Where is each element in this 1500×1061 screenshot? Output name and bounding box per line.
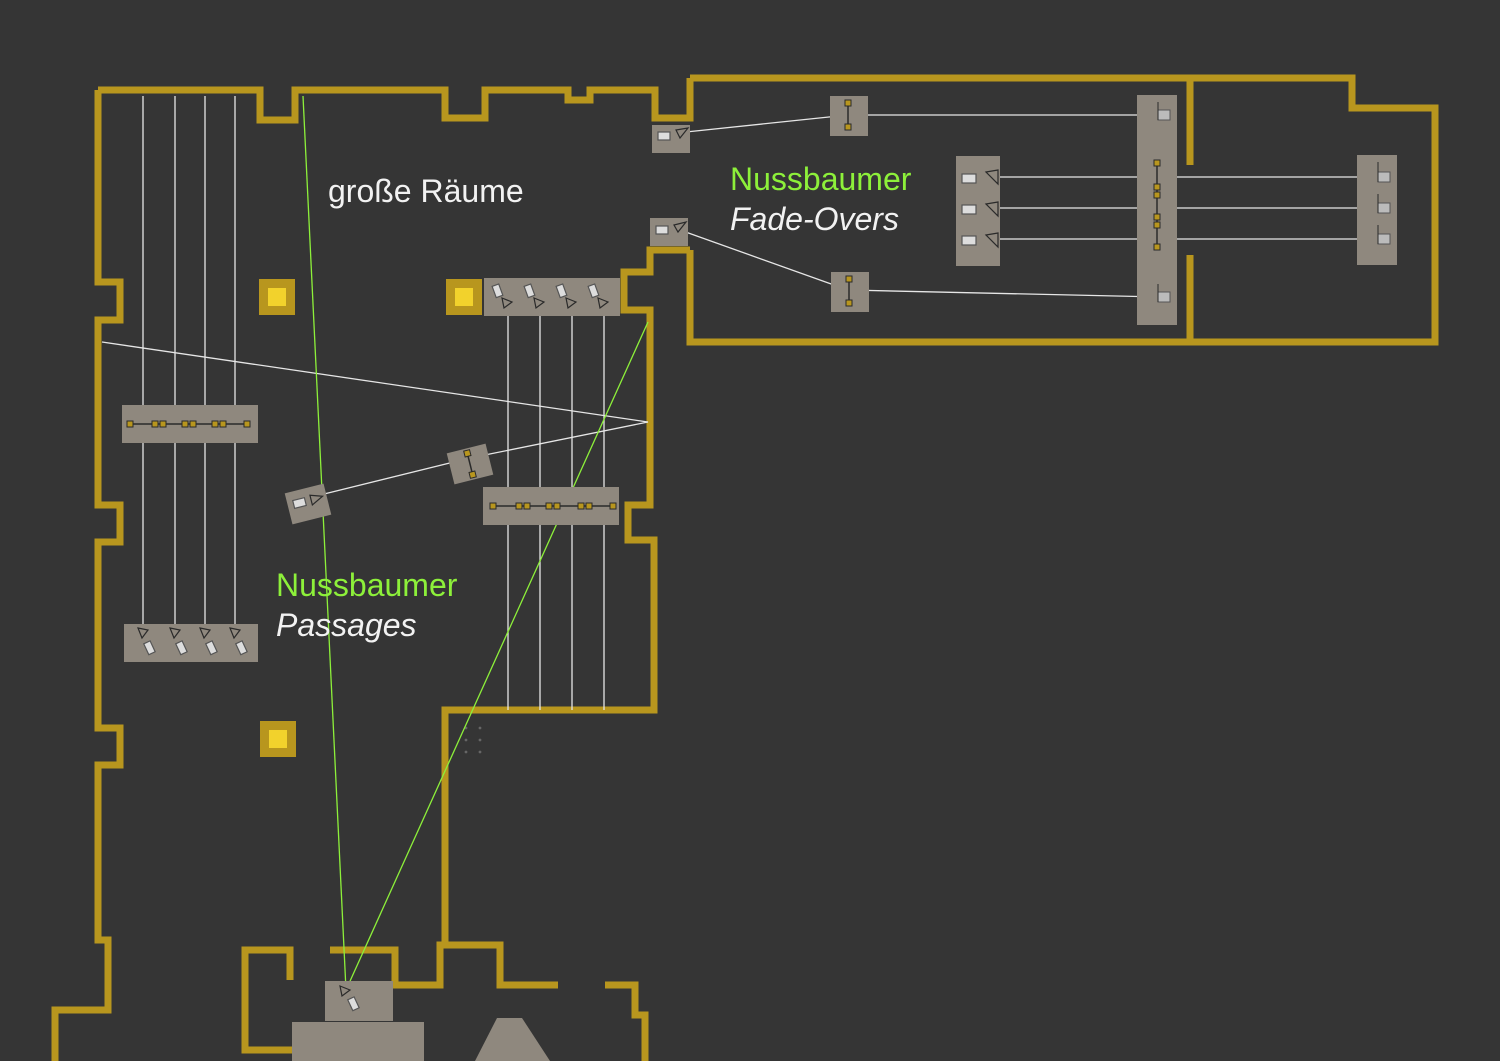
projector-icon bbox=[961, 232, 999, 249]
projector-icon bbox=[961, 169, 999, 186]
wall-bottom-corner bbox=[605, 981, 649, 1061]
sensor-bar-icon bbox=[463, 449, 472, 458]
projector-panel-bottom bbox=[325, 981, 393, 1021]
screen-icon bbox=[1377, 171, 1391, 183]
screen-icon bbox=[1157, 109, 1171, 121]
fadeovers-title-label: Fade-Overs bbox=[730, 201, 899, 237]
projector-icon bbox=[491, 283, 514, 310]
projector-icon bbox=[523, 283, 546, 310]
sensor-bar-icon bbox=[126, 420, 134, 428]
green-lines bbox=[302, 95, 649, 991]
wall-main-hall bbox=[98, 78, 694, 124]
projector-icon bbox=[291, 494, 325, 510]
projector-icon bbox=[587, 283, 610, 310]
fadeovers-artist-label: Nussbaumer bbox=[730, 161, 912, 197]
projector-icon bbox=[655, 220, 688, 235]
door-marks bbox=[464, 726, 482, 754]
projector-icon bbox=[961, 201, 999, 218]
sensor-bar-icon bbox=[1153, 159, 1161, 167]
ramp-panel bbox=[475, 1018, 550, 1061]
screen-icon bbox=[1377, 233, 1391, 245]
screens bbox=[1157, 102, 1391, 303]
passages-title-label: Passages bbox=[276, 607, 417, 643]
wall-right-wing bbox=[686, 74, 1439, 346]
sensor-bar-icon bbox=[844, 99, 852, 107]
projector-panel-top bbox=[484, 278, 620, 316]
white-lines bbox=[101, 96, 1380, 710]
screen-icon bbox=[1157, 291, 1171, 303]
projectors bbox=[137, 127, 999, 1012]
screen-icon bbox=[1377, 202, 1391, 214]
passages-artist-label: Nussbaumer bbox=[276, 567, 458, 603]
projector-icon bbox=[229, 627, 248, 656]
wall-bottom-stair bbox=[241, 946, 294, 1054]
pillars bbox=[259, 279, 482, 757]
screen-panel-wing-right bbox=[1357, 155, 1397, 265]
projector-panel-small bbox=[284, 483, 332, 525]
projector-icon bbox=[555, 283, 578, 310]
projector-icon bbox=[339, 985, 360, 1012]
stair-panel bbox=[292, 1022, 424, 1061]
sensor-bar-icon bbox=[845, 275, 853, 283]
wall-bottom-right bbox=[445, 941, 558, 989]
projector-icon bbox=[657, 127, 690, 141]
wall-left-outer bbox=[51, 90, 124, 1061]
wall-hall-right bbox=[330, 246, 690, 989]
projector-icon bbox=[169, 627, 188, 656]
projector-icon bbox=[137, 627, 156, 656]
walls bbox=[51, 74, 1439, 1061]
projector-icon bbox=[199, 627, 218, 656]
hall-label: große Räume bbox=[328, 173, 524, 209]
sensor-bars bbox=[126, 99, 1161, 510]
sensor-bar-icon bbox=[489, 502, 497, 510]
